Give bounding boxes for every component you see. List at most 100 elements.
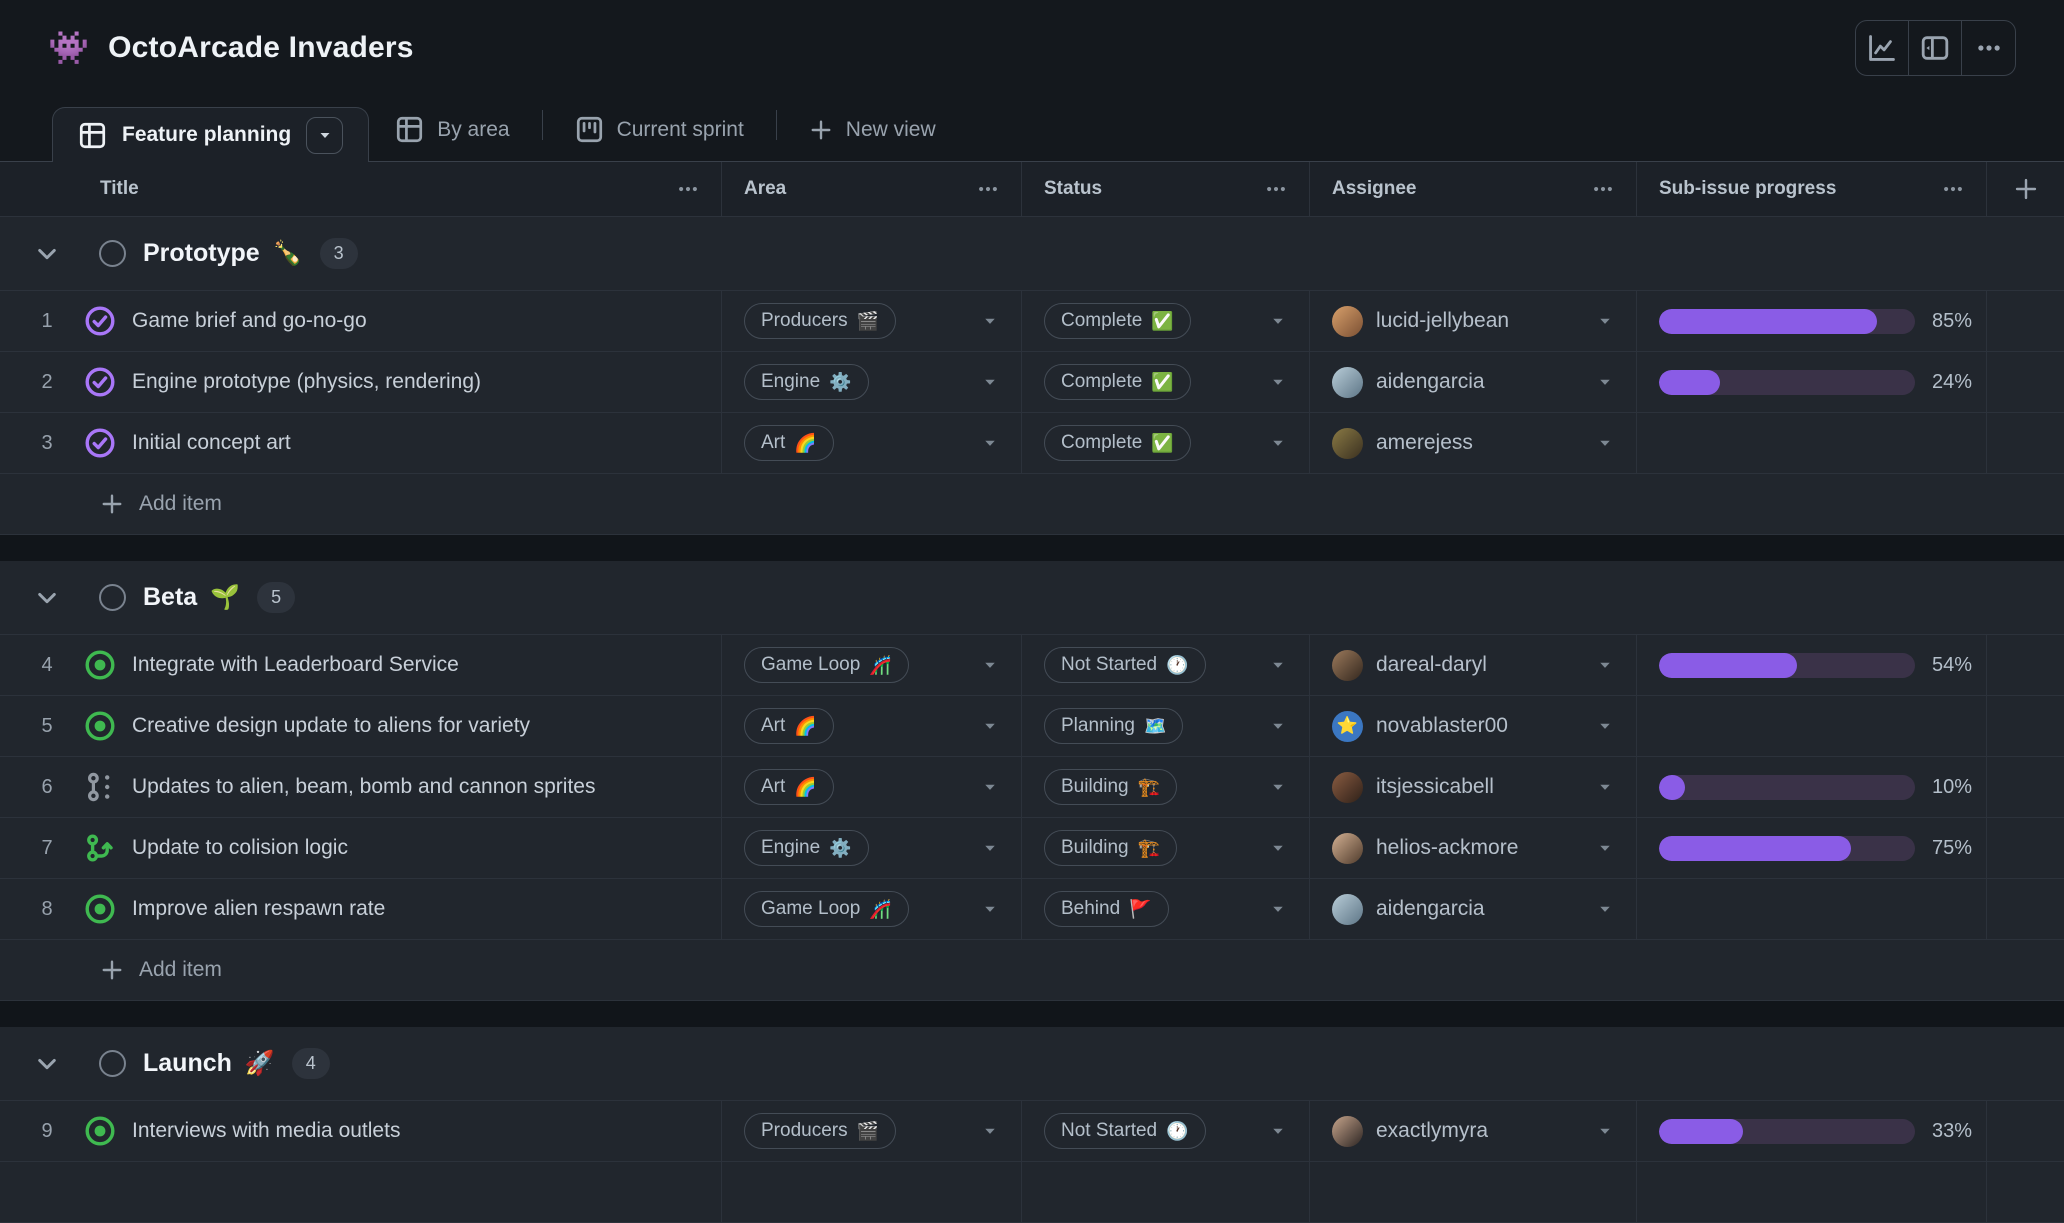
status-pill[interactable]: Planning🗺️ <box>1044 708 1184 744</box>
chevron-down-icon[interactable] <box>34 241 60 267</box>
column-header-status[interactable]: Status <box>1022 162 1310 216</box>
add-item-button[interactable]: Add item <box>100 958 222 982</box>
status-cell[interactable]: Not Started🕐 <box>1022 635 1310 695</box>
area-cell[interactable]: Art🌈 <box>722 413 1022 473</box>
caret-down-icon[interactable] <box>1269 1122 1287 1140</box>
status-pill[interactable]: Building🏗️ <box>1044 830 1178 866</box>
caret-down-icon[interactable] <box>1596 717 1614 735</box>
issue-title[interactable]: Updates to alien, beam, bomb and cannon … <box>132 775 596 798</box>
issue-title[interactable]: Creative design update to aliens for var… <box>132 714 531 737</box>
area-cell[interactable]: Producers🎬 <box>722 1101 1022 1161</box>
tab-feature-planning[interactable]: Feature planning <box>52 107 370 162</box>
assignee-cell[interactable]: aidengarcia <box>1310 879 1637 939</box>
area-cell[interactable]: Engine⚙️ <box>722 818 1022 878</box>
issue-title[interactable]: Game brief and go-no-go <box>132 309 367 332</box>
insights-chart-icon[interactable] <box>1856 21 1909 75</box>
caret-down-icon[interactable] <box>1596 839 1614 857</box>
assignee-cell[interactable]: dareal-daryl <box>1310 635 1637 695</box>
issue-title[interactable]: Engine prototype (physics, rendering) <box>132 370 482 393</box>
column-header-assignee[interactable]: Assignee <box>1310 162 1637 216</box>
add-column-button[interactable] <box>1987 162 2064 216</box>
caret-down-icon[interactable] <box>981 900 999 918</box>
area-cell[interactable]: Producers🎬 <box>722 291 1022 351</box>
caret-down-icon[interactable] <box>1596 312 1614 330</box>
tab-by-area[interactable]: By area <box>369 97 535 162</box>
assignee-cell[interactable]: aidengarcia <box>1310 352 1637 412</box>
status-cell[interactable]: Complete✅ <box>1022 291 1310 351</box>
column-header-progress[interactable]: Sub-issue progress <box>1637 162 1987 216</box>
status-cell[interactable]: Behind🚩 <box>1022 879 1310 939</box>
issue-title[interactable]: Improve alien respawn rate <box>132 897 386 920</box>
area-pill[interactable]: Engine⚙️ <box>744 830 869 866</box>
area-pill[interactable]: Art🌈 <box>744 769 834 805</box>
status-pill[interactable]: Complete✅ <box>1044 425 1191 461</box>
status-cell[interactable]: Complete✅ <box>1022 413 1310 473</box>
area-cell[interactable]: Art🌈 <box>722 757 1022 817</box>
caret-down-icon[interactable] <box>1269 717 1287 735</box>
status-pill[interactable]: Complete✅ <box>1044 303 1191 339</box>
caret-down-icon[interactable] <box>981 434 999 452</box>
caret-down-icon[interactable] <box>1269 312 1287 330</box>
status-cell[interactable]: Complete✅ <box>1022 352 1310 412</box>
area-pill[interactable]: Art🌈 <box>744 708 834 744</box>
area-pill[interactable]: Engine⚙️ <box>744 364 869 400</box>
status-pill[interactable]: Not Started🕐 <box>1044 1113 1206 1149</box>
area-pill[interactable]: Producers🎬 <box>744 303 897 339</box>
caret-down-icon[interactable] <box>1596 373 1614 391</box>
caret-down-icon[interactable] <box>981 312 999 330</box>
column-menu-icon[interactable] <box>1592 178 1614 200</box>
caret-down-icon[interactable] <box>1596 900 1614 918</box>
area-pill[interactable]: Art🌈 <box>744 425 834 461</box>
issue-title[interactable]: Initial concept art <box>132 431 291 454</box>
caret-down-icon[interactable] <box>981 717 999 735</box>
caret-down-icon[interactable] <box>981 839 999 857</box>
chevron-down-icon[interactable] <box>34 1051 60 1077</box>
assignee-cell[interactable]: ⭐novablaster00 <box>1310 696 1637 756</box>
area-pill[interactable]: Game Loop🎢 <box>744 891 909 927</box>
caret-down-icon[interactable] <box>1269 434 1287 452</box>
assignee-cell[interactable]: itsjessicabell <box>1310 757 1637 817</box>
caret-down-icon[interactable] <box>1269 373 1287 391</box>
status-pill[interactable]: Not Started🕐 <box>1044 647 1206 683</box>
status-cell[interactable]: Planning🗺️ <box>1022 696 1310 756</box>
new-view-button[interactable]: New view <box>783 97 962 162</box>
add-item-button[interactable]: Add item <box>100 492 222 516</box>
caret-down-icon[interactable] <box>1269 778 1287 796</box>
caret-down-icon[interactable] <box>1596 434 1614 452</box>
column-menu-icon[interactable] <box>677 178 699 200</box>
caret-down-icon[interactable] <box>1269 656 1287 674</box>
area-cell[interactable]: Game Loop🎢 <box>722 635 1022 695</box>
caret-down-icon[interactable] <box>981 373 999 391</box>
status-cell[interactable]: Building🏗️ <box>1022 818 1310 878</box>
status-pill[interactable]: Complete✅ <box>1044 364 1191 400</box>
column-menu-icon[interactable] <box>977 178 999 200</box>
caret-down-icon[interactable] <box>1596 656 1614 674</box>
caret-down-icon[interactable] <box>981 778 999 796</box>
issue-title[interactable]: Update to colision logic <box>132 836 348 859</box>
column-menu-icon[interactable] <box>1942 178 1964 200</box>
issue-title[interactable]: Integrate with Leaderboard Service <box>132 653 459 676</box>
column-header-title[interactable]: Title <box>0 162 722 216</box>
area-pill[interactable]: Producers🎬 <box>744 1113 897 1149</box>
side-panel-icon[interactable] <box>1909 21 1962 75</box>
issue-title[interactable]: Interviews with media outlets <box>132 1119 401 1142</box>
area-cell[interactable]: Art🌈 <box>722 696 1022 756</box>
status-cell[interactable]: Not Started🕐 <box>1022 1101 1310 1161</box>
caret-down-icon[interactable] <box>1269 900 1287 918</box>
assignee-cell[interactable]: helios-ackmore <box>1310 818 1637 878</box>
caret-down-icon[interactable] <box>1596 778 1614 796</box>
caret-down-icon[interactable] <box>1596 1122 1614 1140</box>
chevron-down-icon[interactable] <box>34 585 60 611</box>
status-pill[interactable]: Building🏗️ <box>1044 769 1178 805</box>
area-cell[interactable]: Engine⚙️ <box>722 352 1022 412</box>
assignee-cell[interactable]: lucid-jellybean <box>1310 291 1637 351</box>
status-cell[interactable]: Building🏗️ <box>1022 757 1310 817</box>
caret-down-icon[interactable] <box>981 1122 999 1140</box>
tab-current-sprint[interactable]: Current sprint <box>549 97 770 162</box>
column-header-area[interactable]: Area <box>722 162 1022 216</box>
area-cell[interactable]: Game Loop🎢 <box>722 879 1022 939</box>
assignee-cell[interactable]: amerejess <box>1310 413 1637 473</box>
assignee-cell[interactable]: exactlymyra <box>1310 1101 1637 1161</box>
more-options-icon[interactable] <box>1962 21 2015 75</box>
status-pill[interactable]: Behind🚩 <box>1044 891 1169 927</box>
